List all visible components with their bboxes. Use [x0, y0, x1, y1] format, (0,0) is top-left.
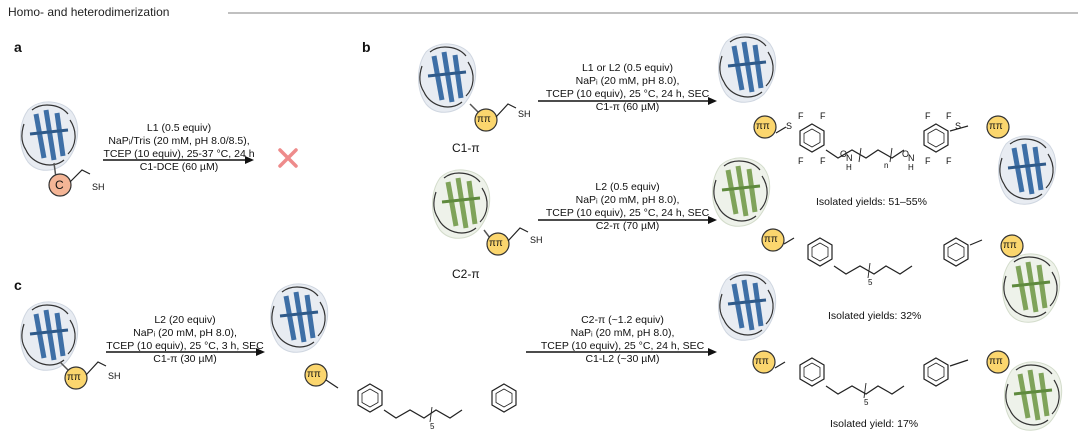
panel-b-label: b	[362, 39, 371, 55]
pi-tag-label-int: ππ	[307, 369, 321, 380]
protein-c-start	[21, 302, 78, 370]
product-b2-protein-right	[1003, 254, 1060, 322]
atom-f: F	[820, 111, 826, 121]
pi-tag-label-p2: ππ	[989, 121, 1003, 132]
pi-tag-b1	[474, 108, 498, 132]
atom-f: F	[946, 156, 952, 166]
repeat-n-b1: n	[884, 161, 889, 170]
conditions-c1: L2 (20 equiv) NaPᵢ (20 mM, pH 8.0), TCEP…	[106, 314, 264, 366]
sh-label-a: SH	[92, 182, 105, 192]
atom-h: H	[846, 163, 852, 172]
panel-c-label: c	[14, 277, 22, 293]
conditions-a: L1 (0.5 equiv) NaPᵢ/Tris (20 mM, pH 8.0/…	[103, 122, 255, 174]
pi-tag-label-b2: ππ	[489, 238, 503, 249]
pi-tag-label-p5: ππ	[755, 356, 769, 367]
protein-c2	[433, 170, 490, 238]
pi-tag-label-b1: ππ	[477, 114, 491, 125]
product-b2-protein-left	[713, 158, 770, 226]
panel-a-label: a	[14, 39, 22, 55]
yield-b1: Isolated yields: 51–55%	[816, 196, 927, 208]
product-c-protein-right	[1005, 362, 1062, 430]
sh-label-b2: SH	[530, 235, 543, 245]
reactant-label-c1: C1-π	[452, 141, 480, 155]
pi-tag-b2	[486, 232, 510, 256]
atom-f: F	[925, 111, 931, 121]
product-c-protein-left	[719, 272, 776, 340]
repeat-5-c1: 5	[430, 422, 435, 431]
atom-o: O	[902, 149, 910, 159]
product-b1-protein-left	[719, 34, 776, 102]
c-tag-label: C	[55, 178, 64, 192]
atom-n: N	[846, 153, 853, 163]
atom-f: F	[798, 156, 804, 166]
cross-icon	[278, 148, 298, 168]
pi-tag-label-p3: ππ	[764, 234, 778, 245]
sh-label-c: SH	[108, 371, 121, 381]
c-tag	[48, 173, 72, 197]
atom-n: N	[908, 153, 915, 163]
repeat-5-b2: 5	[868, 278, 873, 287]
atom-f: F	[798, 111, 804, 121]
atom-h: H	[908, 163, 914, 172]
protein-a	[21, 102, 78, 170]
protein-c1	[419, 44, 476, 112]
atom-o: O	[840, 149, 848, 159]
atom-f: F	[820, 156, 826, 166]
pi-tag-label-p4: ππ	[1003, 240, 1017, 251]
sh-label-b1: SH	[518, 109, 531, 119]
conditions-b2: L2 (0.5 equiv) NaPᵢ (20 mM, pH 8.0), TCE…	[545, 181, 710, 233]
intermediate-protein	[271, 284, 328, 352]
atom-s: S	[955, 121, 962, 131]
page-title: Homo- and heterodimerization	[8, 5, 170, 19]
conditions-c2: C2-π (~1.2 equiv) NaPᵢ (20 mM, pH 8.0), …	[540, 314, 705, 366]
yield-c: Isolated yield: 17%	[830, 418, 919, 430]
product-b1-protein-right	[999, 136, 1056, 204]
yield-b2: Isolated yields: 32%	[828, 310, 922, 322]
reactant-label-c2: C2-π	[452, 267, 480, 281]
atom-f: F	[946, 111, 952, 121]
atom-s: S	[786, 121, 793, 131]
pi-tag-label-c: ππ	[67, 372, 81, 383]
repeat-5-c2: 5	[864, 398, 869, 407]
pi-tag-label-p6: ππ	[989, 356, 1003, 367]
conditions-b1: L1 or L2 (0.5 equiv) NaPᵢ (20 mM, pH 8.0…	[545, 62, 710, 114]
atom-f: F	[925, 156, 931, 166]
pi-tag-c	[64, 366, 88, 390]
pi-tag-label-p1: ππ	[756, 121, 770, 132]
